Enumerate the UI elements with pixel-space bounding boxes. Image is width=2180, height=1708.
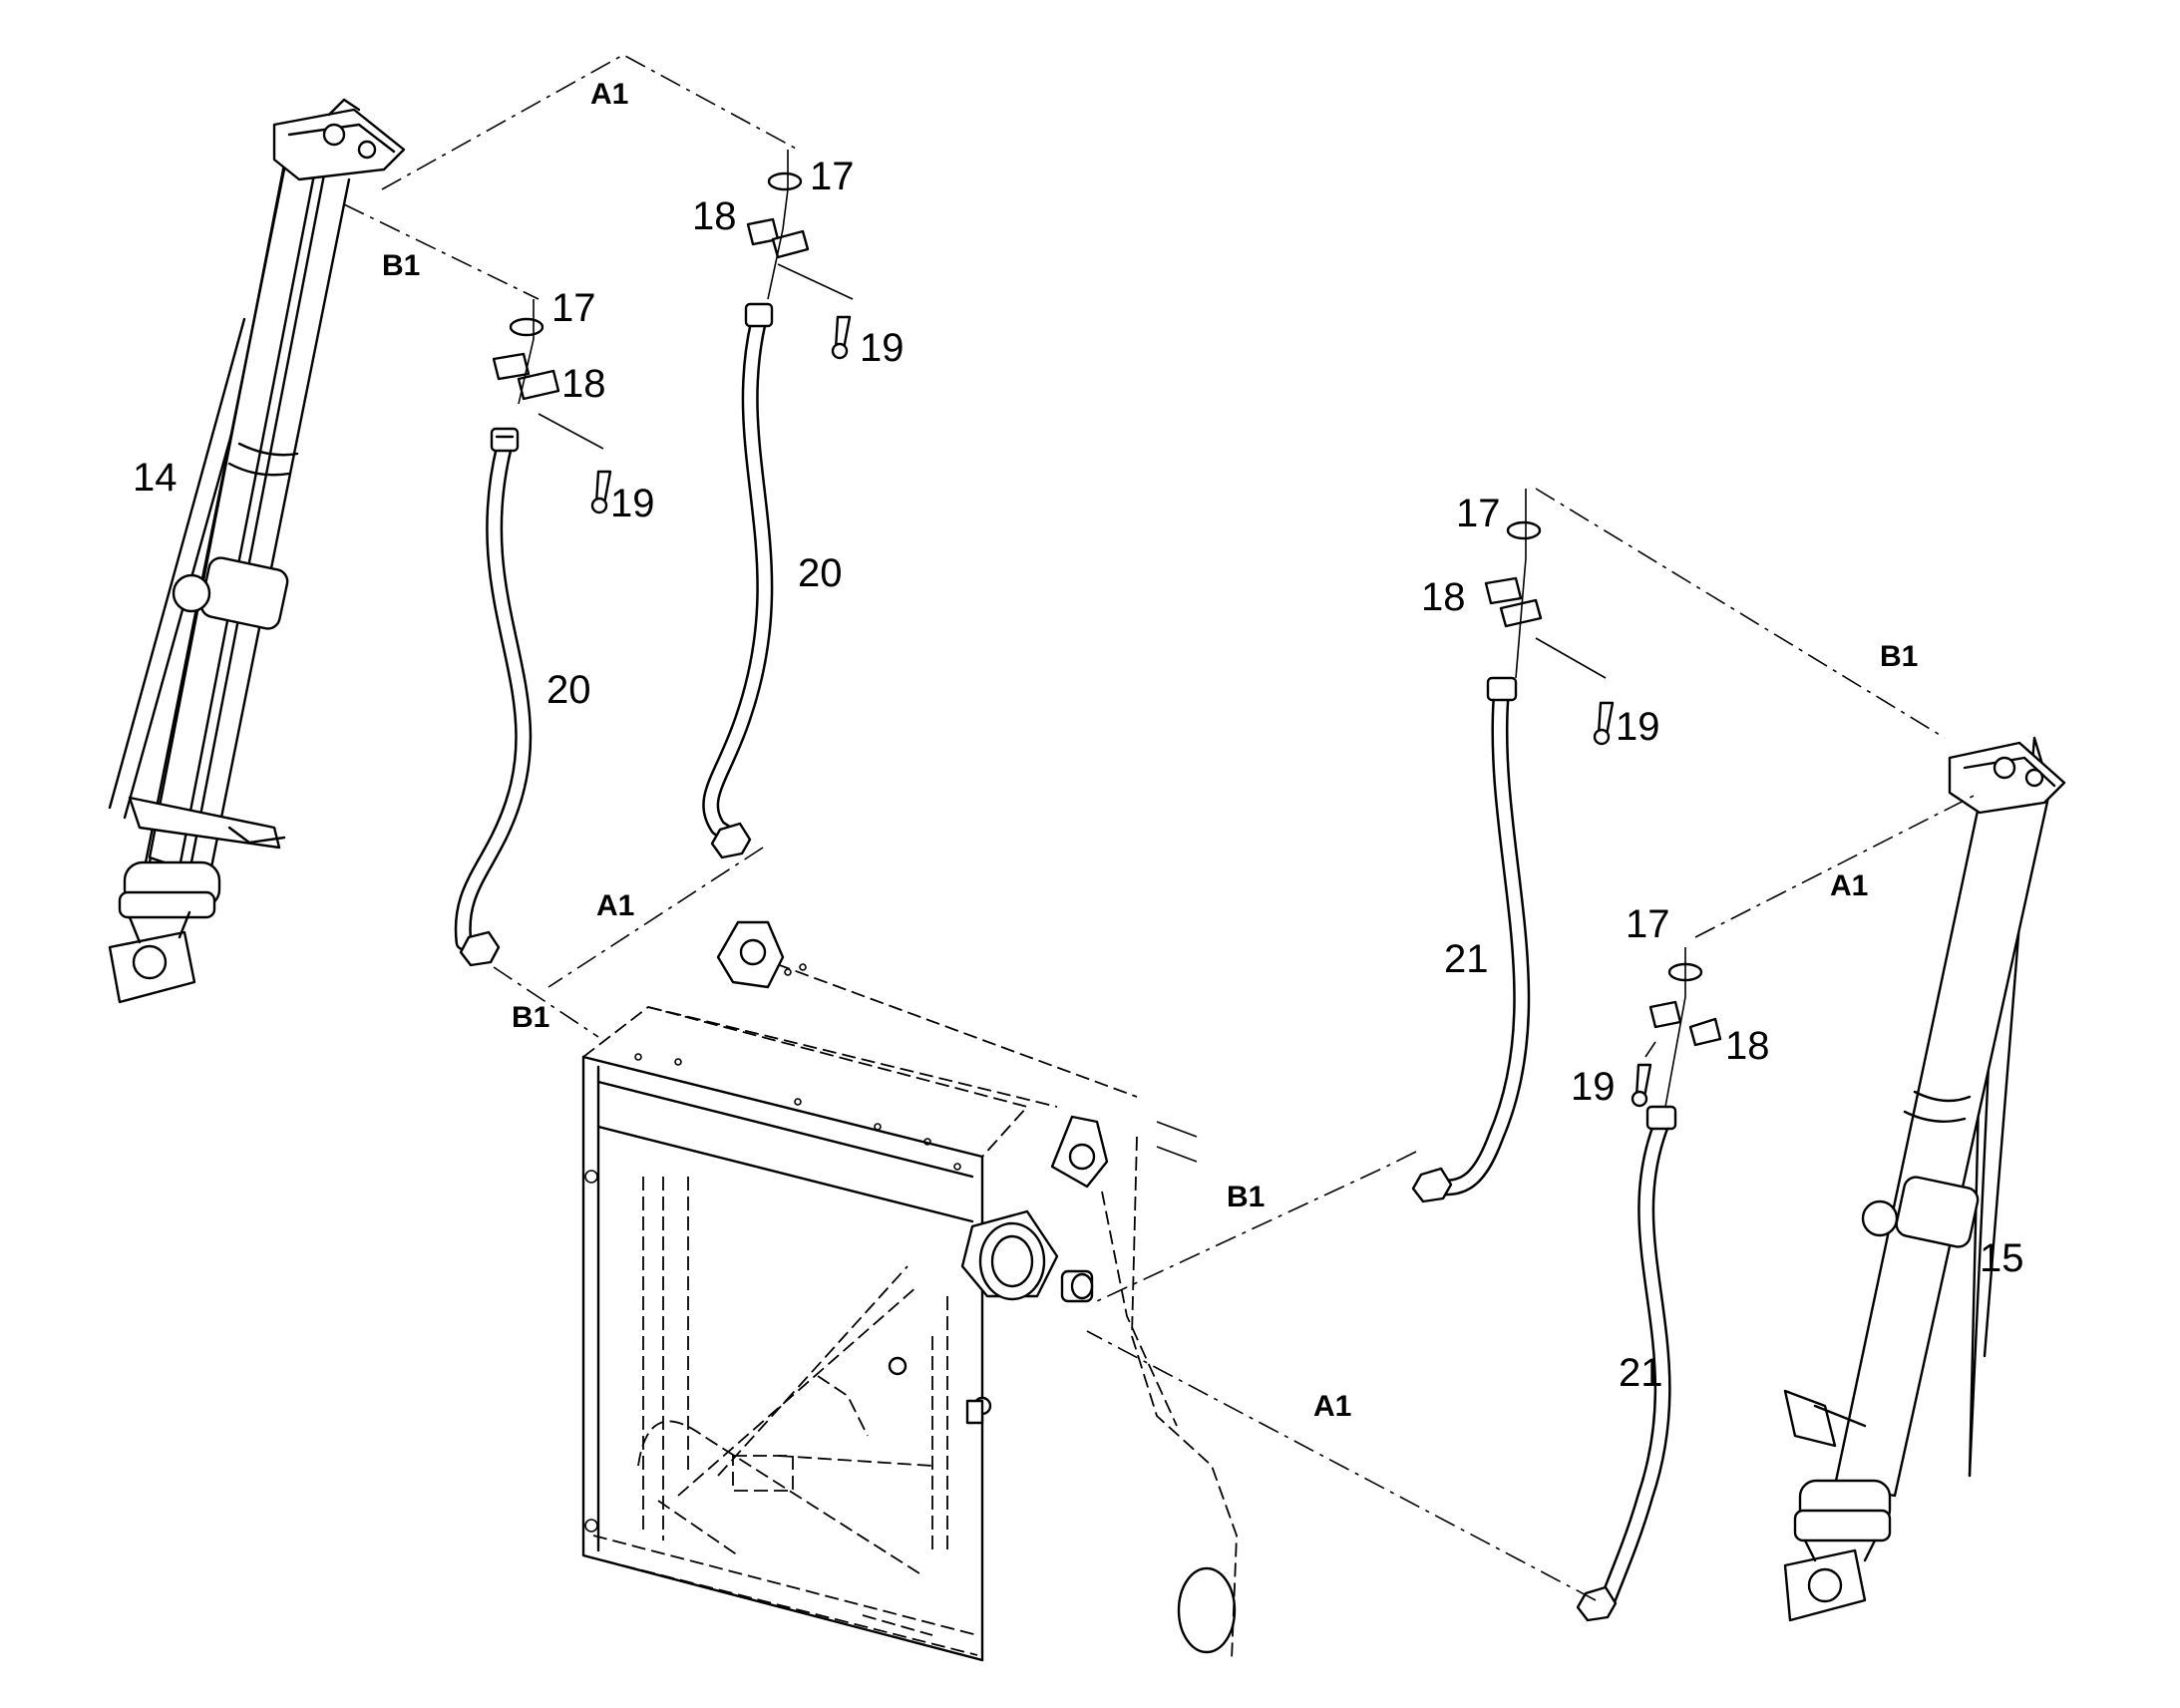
callout-19: 19 (610, 482, 655, 525)
flange-clamp-18 (492, 217, 1722, 1047)
bolt-19 (590, 315, 1652, 1108)
reference-a1: A1 (1830, 869, 1868, 902)
callout-19: 19 (1616, 705, 1660, 749)
reference-b1: B1 (382, 249, 420, 282)
callout-21: 21 (1619, 1351, 1663, 1395)
callout-17: 17 (810, 155, 855, 198)
assembly-leader-lines (518, 150, 1686, 1108)
o-ring-17 (509, 171, 1703, 982)
reference-lines (343, 54, 1981, 1601)
callout-18: 18 (561, 362, 606, 406)
callout-18: 18 (692, 194, 737, 238)
reference-a1: A1 (590, 78, 628, 111)
hose-21-upper (1411, 676, 1531, 1203)
reference-b1: B1 (1880, 640, 1918, 673)
reference-b1: B1 (1227, 1181, 1265, 1213)
callout-14: 14 (133, 456, 178, 500)
callout-19: 19 (1571, 1065, 1616, 1109)
reference-a1: A1 (596, 889, 634, 922)
machine-frame (581, 920, 1238, 1662)
callout-17: 17 (1456, 492, 1501, 535)
callout-17: 17 (551, 286, 596, 330)
callout-19: 19 (860, 326, 905, 370)
callout-17: 17 (1626, 902, 1670, 946)
callout-21: 21 (1444, 937, 1489, 981)
callout-18: 18 (1725, 1024, 1770, 1068)
hydraulic-cylinder-left (108, 98, 406, 1004)
reference-a1: A1 (1313, 1390, 1351, 1423)
callout-18: 18 (1421, 575, 1466, 619)
callout-20: 20 (798, 551, 843, 595)
callout-15: 15 (1980, 1236, 2024, 1280)
hydraulic-cylinder-right (1783, 736, 2066, 1622)
reference-b1: B1 (512, 1001, 549, 1034)
callout-20: 20 (546, 668, 591, 712)
hose-20-left (454, 427, 533, 967)
hose-20-right (702, 302, 774, 859)
